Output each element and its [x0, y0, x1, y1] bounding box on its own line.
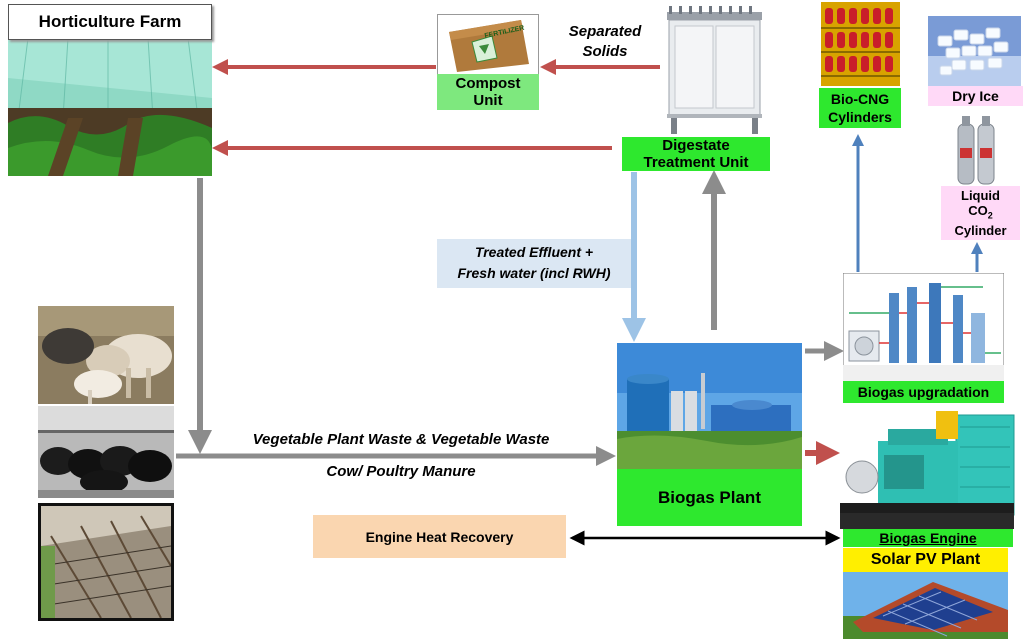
compost-unit-label: Compost Unit	[437, 74, 539, 110]
co2-cylinders-image	[952, 114, 1000, 186]
biogas-engine-image	[838, 407, 1016, 529]
solar-pv-photo	[843, 572, 1008, 639]
cows-photo	[38, 306, 174, 404]
horticulture-farm-label: Horticulture Farm	[8, 4, 212, 40]
compost-unit-text: Compost Unit	[455, 75, 521, 109]
liquid-co2-line1: Liquid	[961, 187, 1000, 203]
treated-effluent-label: Treated Effluent + Fresh water (incl RWH…	[437, 239, 631, 288]
bio-cng-line2: Cylinders	[828, 109, 892, 125]
separated-solids-line1: Separated	[568, 23, 642, 40]
horticulture-farm-photo	[8, 38, 212, 176]
biogas-engine-label: Biogas Engine	[843, 529, 1013, 547]
digestate-treatment-label: Digestate Treatment Unit	[622, 137, 770, 171]
liquid-co2-label: Liquid CO2 Cylinder	[941, 186, 1020, 240]
dry-ice-label: Dry Ice	[928, 86, 1023, 106]
treated-effluent-line2: Fresh water (incl RWH)	[457, 265, 611, 281]
compost-bag-image: FERTILIZER	[437, 14, 539, 76]
biogas-upgradation-label: Biogas upgradation	[843, 381, 1004, 403]
bio-cng-cylinders-image	[821, 2, 900, 86]
liquid-co2-line3: Cylinder	[954, 223, 1007, 239]
biogas-plant-photo	[617, 343, 802, 469]
waste-line1-label: Vegetable Plant Waste & Vegetable Waste	[252, 431, 550, 448]
digestate-line2: Treatment Unit	[643, 154, 749, 171]
separated-solids-line2: Solids	[582, 43, 628, 60]
solar-pv-label: Solar PV Plant	[843, 548, 1008, 572]
co2-text: CO	[968, 202, 988, 218]
biogas-plant-label: Biogas Plant	[617, 469, 802, 526]
poultry-shed-photo	[38, 503, 174, 621]
treated-effluent-line1: Treated Effluent +	[474, 244, 594, 260]
dry-ice-image	[928, 16, 1021, 86]
waste-line2-label: Cow/ Poultry Manure	[326, 463, 476, 480]
bio-cng-label: Bio-CNG Cylinders	[819, 88, 901, 128]
bio-cng-line1: Bio-CNG	[830, 91, 890, 107]
digestate-unit-image	[663, 6, 766, 136]
digestate-line1: Digestate	[662, 137, 730, 154]
biogas-upgradation-image	[843, 273, 1004, 381]
liquid-co2-line2: CO2	[968, 203, 993, 224]
engine-heat-recovery-label: Engine Heat Recovery	[313, 515, 566, 558]
separated-solids-label: Separated Solids	[556, 22, 654, 62]
buffaloes-photo	[38, 406, 174, 498]
co2-subscript: 2	[987, 210, 993, 221]
